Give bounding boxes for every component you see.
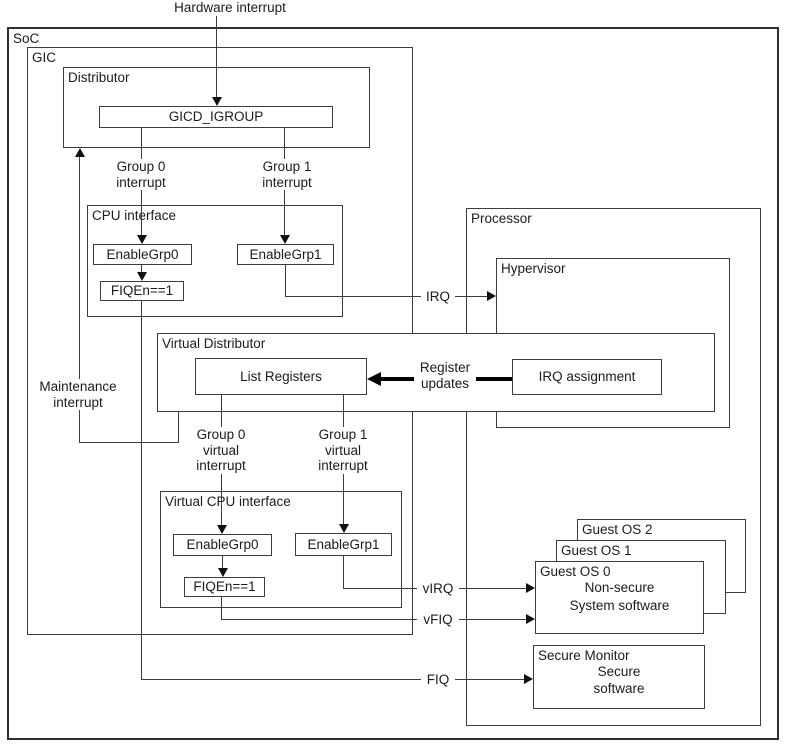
maintenance-line-stub (178, 412, 179, 443)
vfiq-label: vFIQ (417, 612, 459, 628)
irq-line-horizontal (285, 296, 488, 297)
enablegrp0-virtual-register: EnableGrp0 (173, 534, 272, 556)
secure-monitor-label: Secure Monitor (538, 648, 630, 663)
secure-monitor-line2: software (593, 681, 645, 696)
venablegrp0-to-fiqen-line (222, 556, 223, 569)
register-updates-label: Register updates (414, 360, 476, 391)
guest-os-0-line2: System software (569, 598, 670, 613)
arrowhead-right-vfiq-icon (526, 614, 535, 624)
soc-label: SoC (13, 31, 40, 46)
gic-label: GIC (32, 50, 57, 65)
cpu-interface-label: CPU interface (92, 208, 177, 223)
virtual-distributor-label: Virtual Distributor (162, 336, 266, 351)
arrowhead-down-vfiqen-icon (218, 568, 228, 577)
vfiq-line-vertical (221, 597, 222, 619)
irq-label: IRQ (421, 289, 455, 305)
group1-interrupt-label: Group 1 interrupt (258, 159, 316, 190)
arrowhead-down-venablegrp1-icon (339, 524, 349, 533)
hypervisor-label: Hypervisor (501, 261, 566, 276)
secure-monitor-line1: Secure (597, 664, 641, 679)
arrowhead-up-distributor-icon (75, 148, 85, 157)
maintenance-line-vertical (79, 157, 80, 443)
arrowhead-down-fiqen-icon (137, 272, 147, 281)
arrowhead-right-virq-icon (526, 583, 535, 593)
fiq-label: FIQ (421, 672, 455, 688)
hardware-interrupt-line (216, 13, 217, 97)
arrowhead-down-enablegrp1-icon (280, 235, 290, 244)
maintenance-line-horizontal (79, 442, 179, 443)
secure-monitor-box: Secure Monitor Secure software (533, 645, 705, 709)
processor-label: Processor (471, 211, 532, 226)
guest-os-0-line1: Non-secure (584, 580, 655, 595)
irq-line-vertical (285, 265, 286, 296)
arrowhead-right-hypervisor-icon (487, 291, 496, 301)
vfiq-line-horizontal (221, 619, 526, 620)
group0-interrupt-label: Group 0 interrupt (112, 159, 170, 190)
guest-os-1-label: Guest OS 1 (561, 543, 632, 558)
virq-label: vIRQ (417, 581, 459, 597)
enablegrp1-virtual-register: EnableGrp1 (295, 533, 392, 556)
guest-os-0-label: Guest OS 0 (540, 564, 611, 579)
soc-container: SoC (7, 27, 779, 740)
virq-line-vertical (343, 556, 344, 588)
guest-os-0-box: Guest OS 0 Non-secure System software (535, 561, 704, 634)
fiqen-physical-register: FIQEn==1 (100, 281, 184, 301)
hardware-interrupt-label: Hardware interrupt (155, 0, 305, 16)
arrowhead-left-list-registers-icon (367, 372, 381, 386)
fiqen-virtual-register: FIQEn==1 (184, 577, 265, 597)
gicd-igroup-register: GICD_IGROUP (99, 106, 333, 128)
maintenance-interrupt-label: Maintenance interrupt (36, 379, 120, 410)
group0-virtual-interrupt-label: Group 0 virtual interrupt (192, 427, 250, 474)
arrowhead-right-fiq-icon (524, 674, 533, 684)
fiq-line-vertical (141, 301, 142, 679)
arrowhead-down-gicd-icon (212, 97, 222, 106)
virtual-cpu-interface-label: Virtual CPU interface (165, 494, 291, 509)
arrowhead-down-venablegrp0-icon (217, 525, 227, 534)
enablegrp0-to-fiqen-line (141, 265, 142, 273)
group1-virtual-interrupt-label: Group 1 virtual interrupt (314, 427, 372, 474)
distributor-label: Distributor (68, 70, 130, 85)
enablegrp0-physical-register: EnableGrp0 (93, 244, 192, 265)
list-registers-box: List Registers (195, 358, 367, 395)
irq-assignment-box: IRQ assignment (512, 359, 662, 395)
arrowhead-down-enablegrp0-icon (137, 235, 147, 244)
fiq-line-horizontal (141, 679, 524, 680)
enablegrp1-physical-register: EnableGrp1 (237, 244, 334, 265)
guest-os-2-label: Guest OS 2 (582, 522, 653, 537)
